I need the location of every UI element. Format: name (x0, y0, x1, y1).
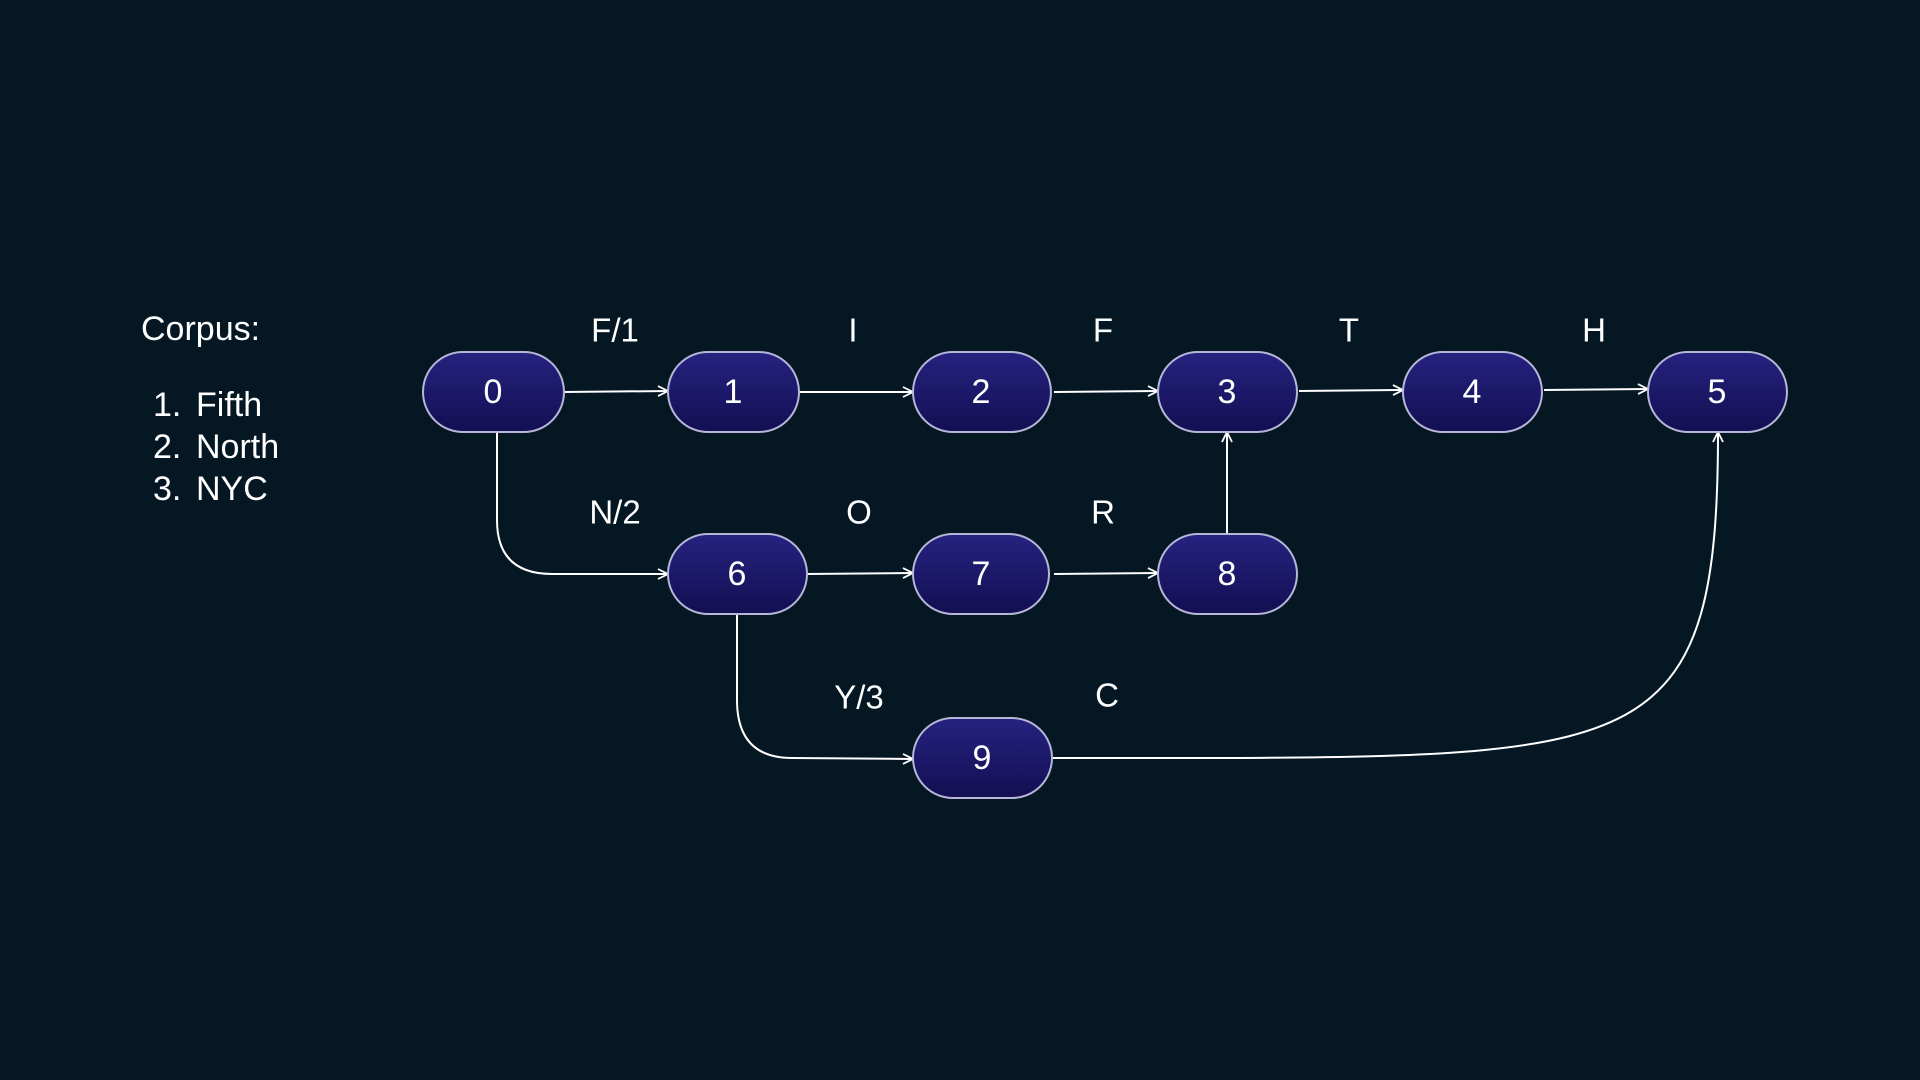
edge-labels: F/1 I F T H N/2 O R Y/3 C (589, 312, 1606, 716)
edge-4-5 (1543, 389, 1648, 390)
node-7[interactable]: 7 (912, 533, 1050, 615)
node-label: 3 (1218, 373, 1237, 411)
corpus-title: Corpus: (141, 310, 261, 348)
corpus-list: 1. Fifth 2. North 3. NYC (141, 384, 279, 510)
edge-6-7 (806, 573, 913, 574)
corpus-item-number: 1. (153, 386, 182, 424)
node-label: 6 (728, 555, 747, 593)
edge-label-4-5: H (1582, 312, 1606, 349)
node-label: 0 (484, 373, 503, 411)
edge-label-2-3: F (1093, 312, 1113, 349)
edge-6-9 (736, 614, 913, 759)
node-0[interactable]: 0 (422, 351, 565, 433)
node-label: 7 (972, 555, 991, 593)
edge-label-1-2: I (848, 312, 857, 349)
corpus-item-number: 3. (153, 470, 182, 508)
edge-label-3-4: T (1339, 312, 1359, 349)
edge-label-9-5: C (1095, 677, 1119, 714)
edge-3-4 (1298, 390, 1403, 391)
node-9[interactable]: 9 (912, 717, 1053, 799)
node-label: 8 (1218, 555, 1237, 593)
node-6[interactable]: 6 (667, 533, 808, 615)
edge-label-6-7: O (846, 494, 872, 531)
corpus-item: 1. Fifth (141, 384, 279, 426)
node-1[interactable]: 1 (667, 351, 800, 433)
nodes: 0 1 2 3 4 5 6 (422, 351, 1788, 799)
node-3[interactable]: 3 (1157, 351, 1298, 433)
node-8[interactable]: 8 (1157, 533, 1298, 615)
edge-label-0-6: N/2 (589, 494, 640, 531)
node-label: 9 (973, 739, 992, 777)
corpus-item-word: North (196, 428, 280, 466)
node-label: 4 (1463, 373, 1482, 411)
edge-0-6 (496, 432, 668, 574)
corpus-item-word: Fifth (196, 386, 263, 424)
edges (496, 389, 1718, 759)
edge-9-5 (1052, 432, 1718, 759)
corpus-item-number: 2. (153, 428, 182, 466)
corpus-item: 2. North (141, 426, 279, 468)
corpus-item-word: NYC (196, 470, 268, 508)
edge-2-3 (1053, 391, 1158, 392)
corpus-panel: Corpus: 1. Fifth 2. North 3. NYC (141, 308, 279, 510)
edge-label-0-1: F/1 (591, 312, 639, 349)
node-5[interactable]: 5 (1647, 351, 1788, 433)
node-label: 1 (724, 373, 743, 411)
node-2[interactable]: 2 (912, 351, 1052, 433)
corpus-item: 3. NYC (141, 468, 279, 510)
edge-7-8 (1053, 573, 1158, 574)
node-label: 2 (972, 373, 991, 411)
edge-0-1 (563, 391, 668, 392)
node-label: 5 (1708, 373, 1727, 411)
edge-label-6-9: Y/3 (834, 679, 884, 716)
edge-label-7-8: R (1091, 494, 1115, 531)
node-4[interactable]: 4 (1402, 351, 1543, 433)
